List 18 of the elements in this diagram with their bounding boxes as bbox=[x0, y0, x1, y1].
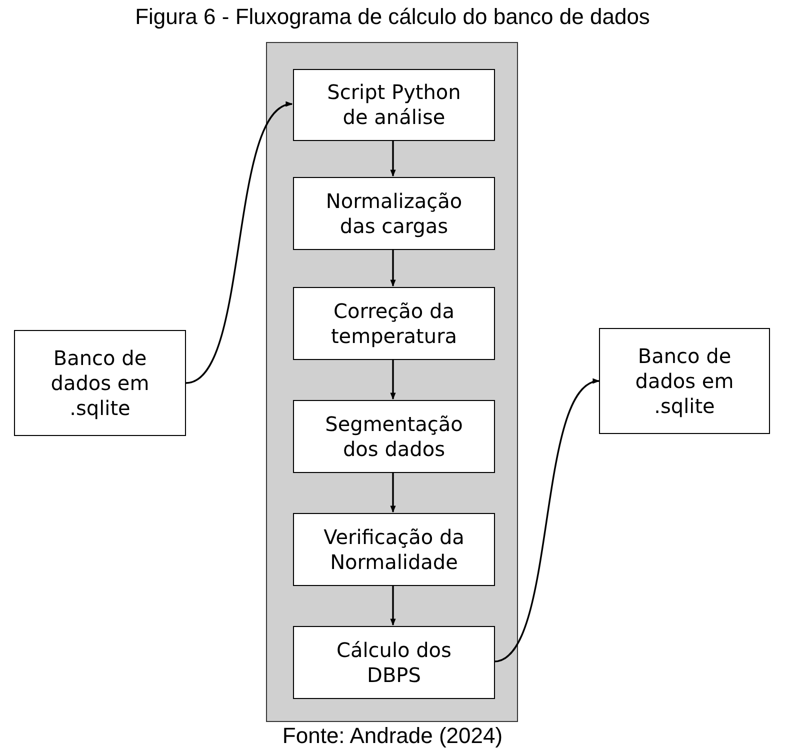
figure-title: Figura 6 - Fluxograma de cálculo do banco de dados bbox=[134, 4, 651, 30]
arrow bbox=[186, 103, 293, 384]
arrow bbox=[390, 585, 396, 626]
process-container-panel bbox=[266, 42, 518, 722]
process-box: Verificação da Normalidade bbox=[293, 513, 495, 586]
arrow bbox=[390, 472, 396, 513]
database-box: Banco de dados em .sqlite bbox=[599, 328, 770, 434]
database-box: Banco de dados em .sqlite bbox=[14, 330, 186, 436]
arrow bbox=[390, 249, 396, 287]
arrow bbox=[390, 359, 396, 400]
process-box: Correção da temperatura bbox=[293, 287, 495, 360]
arrow bbox=[494, 380, 600, 662]
process-box: Normalização das cargas bbox=[293, 177, 495, 250]
process-box: Script Python de análise bbox=[293, 69, 495, 141]
arrow bbox=[390, 140, 396, 177]
figure-caption: Fonte: Andrade (2024) bbox=[281, 723, 504, 749]
process-box: Cálculo dos DBPS bbox=[293, 626, 495, 699]
process-box: Segmentação dos dados bbox=[293, 400, 495, 473]
